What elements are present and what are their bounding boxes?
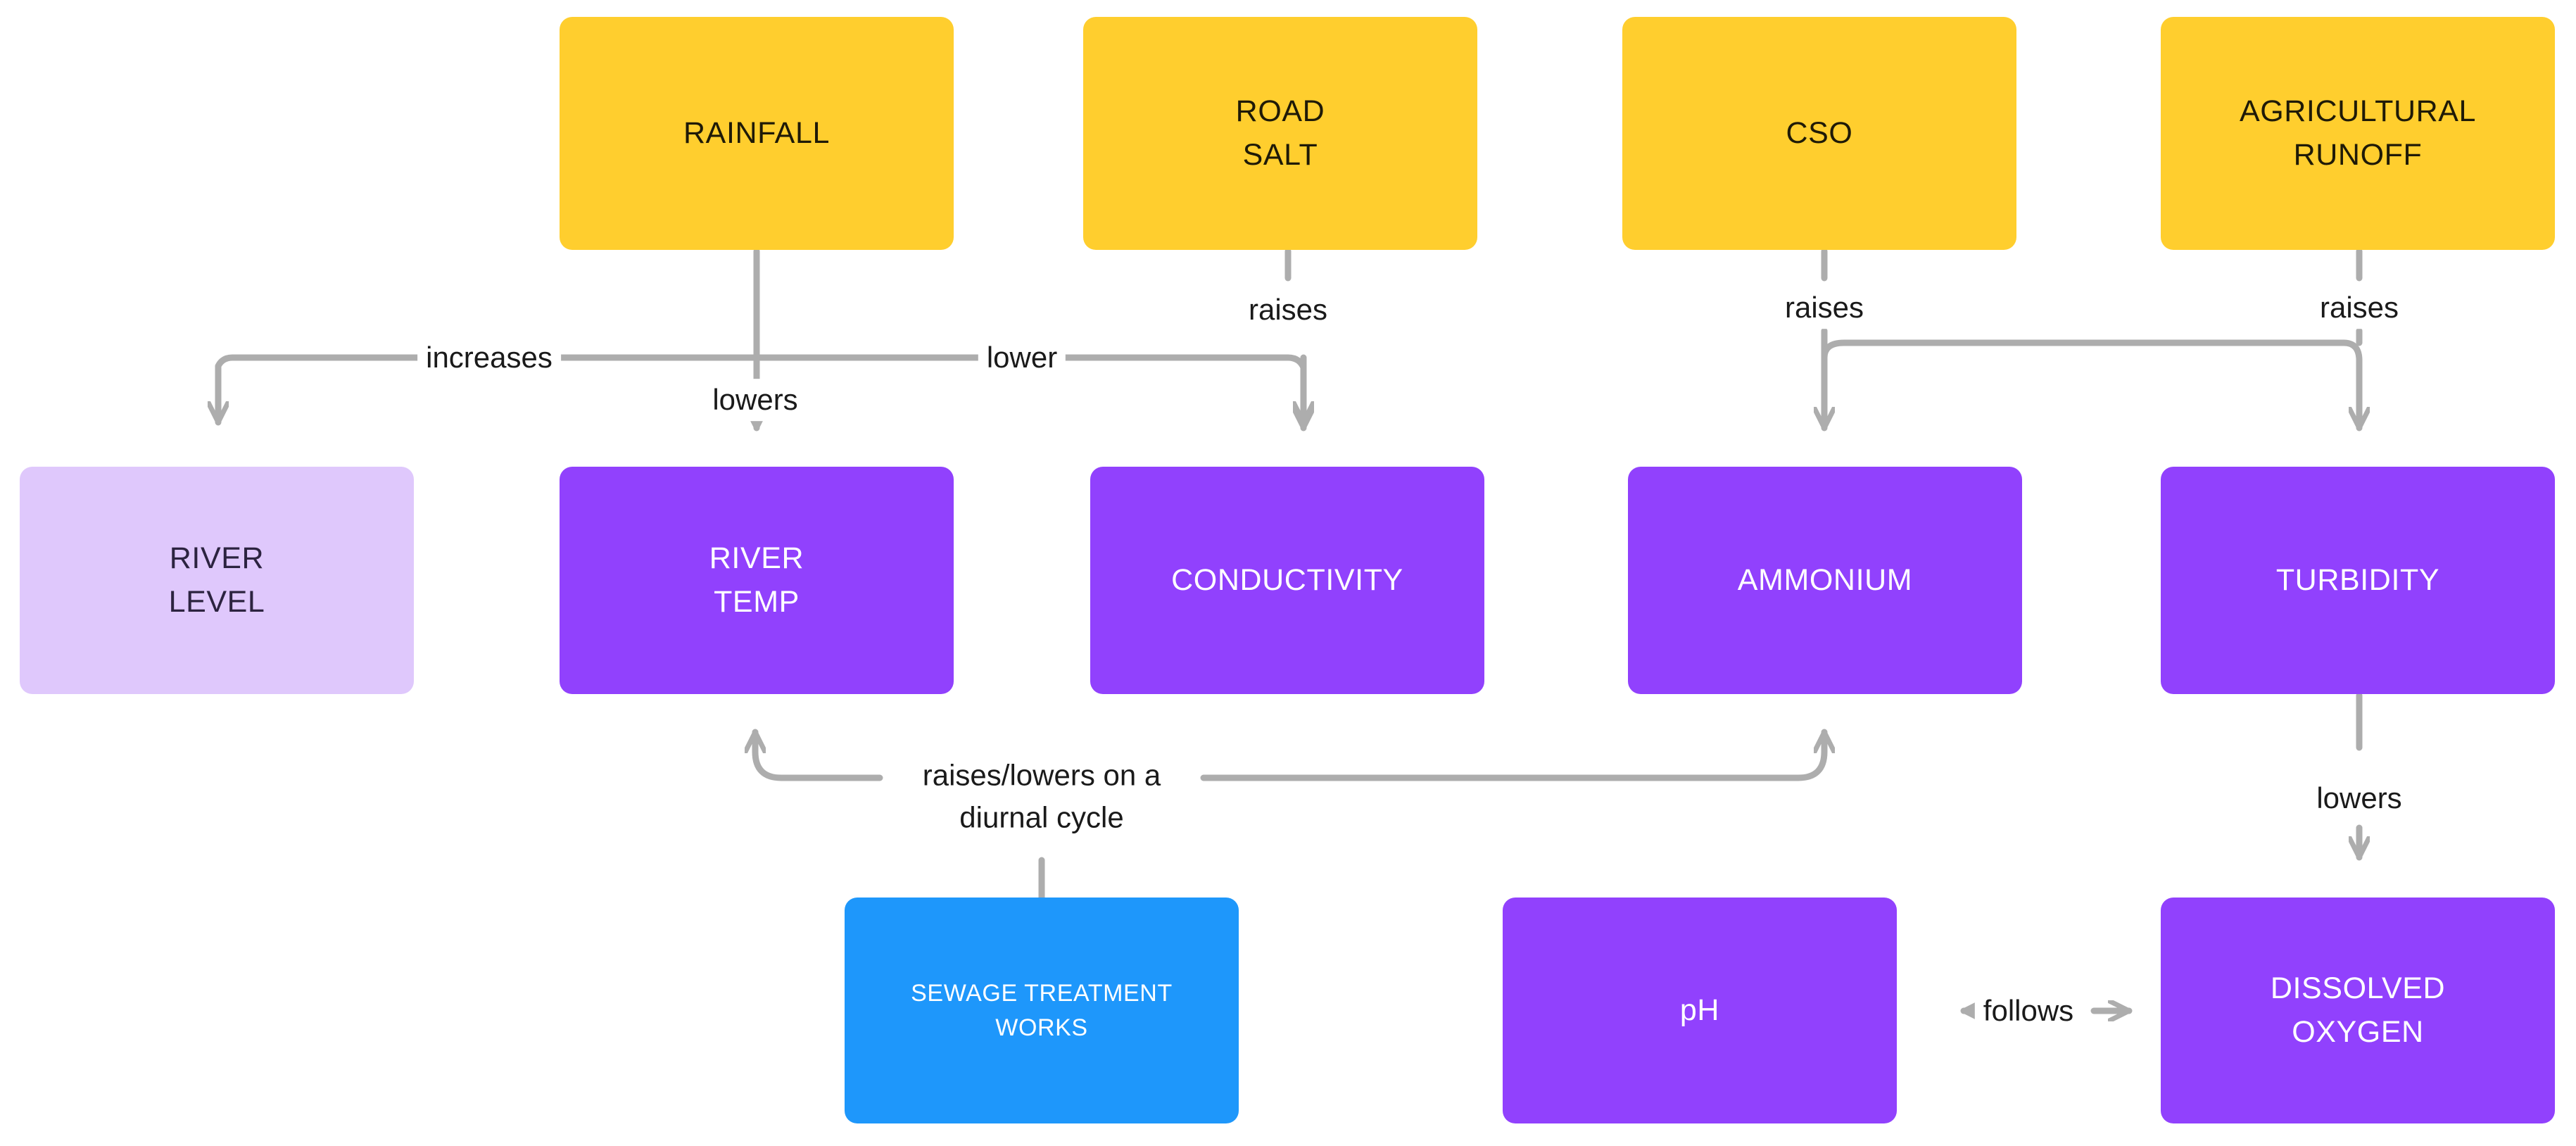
edge-label-raises-ammonium: raises bbox=[1776, 286, 1873, 329]
node-ammonium-label: AMMONIUM bbox=[1737, 562, 1913, 597]
node-rainfall-label: RAINFALL bbox=[683, 115, 830, 150]
edge-cso-turbidity bbox=[1821, 339, 2359, 432]
node-cso[interactable]: CSO bbox=[1622, 17, 2016, 250]
node-river-level-label: RIVER LEVEL bbox=[168, 541, 265, 619]
edge-label-raises-turbidity: raises bbox=[2311, 286, 2408, 329]
node-turbidity[interactable]: TURBIDITY bbox=[2161, 467, 2555, 694]
node-road-salt-label: ROAD SALT bbox=[1235, 94, 1325, 172]
node-ammonium[interactable]: AMMONIUM bbox=[1628, 467, 2022, 694]
edge-label-diurnal-cycle: raises/lowers on a diurnal cycle bbox=[914, 754, 1170, 838]
node-road-salt[interactable]: ROAD SALT bbox=[1083, 17, 1477, 250]
edge-label-follows: follows bbox=[1974, 990, 2083, 1032]
node-river-level[interactable]: RIVER LEVEL bbox=[20, 467, 414, 694]
node-conductivity-label: CONDUCTIVITY bbox=[1171, 562, 1403, 597]
node-ph-label: pH bbox=[1679, 993, 1720, 1027]
node-river-temp-label: RIVER TEMP bbox=[709, 541, 804, 619]
edge-stw-ammonium bbox=[1200, 729, 1824, 781]
node-ph[interactable]: pH bbox=[1503, 898, 1897, 1123]
edge-label-lowers-river-temp: lowers bbox=[704, 379, 807, 421]
edge-label-increases: increases bbox=[417, 336, 561, 379]
edge-label-lower-conductivity: lower bbox=[978, 336, 1066, 379]
node-conductivity[interactable]: CONDUCTIVITY bbox=[1090, 467, 1484, 694]
node-cso-label: CSO bbox=[1786, 115, 1853, 150]
node-turbidity-label: TURBIDITY bbox=[2275, 562, 2440, 597]
node-dissolved-oxygen[interactable]: DISSOLVED OXYGEN bbox=[2161, 898, 2555, 1123]
node-rainfall[interactable]: RAINFALL bbox=[560, 17, 954, 250]
edge-label-raises-conductivity: raises bbox=[1239, 289, 1337, 331]
node-agricultural-runoff-label: AGRICULTURAL RUNOFF bbox=[2239, 94, 2477, 172]
node-sewage-treatment-works[interactable]: SEWAGE TREATMENT WORKS bbox=[845, 898, 1239, 1123]
edge-stw-river-temp bbox=[755, 729, 883, 781]
node-sewage-treatment-works-label: SEWAGE TREATMENT WORKS bbox=[911, 980, 1173, 1041]
node-agricultural-runoff[interactable]: AGRICULTURAL RUNOFF bbox=[2161, 17, 2555, 250]
node-river-temp[interactable]: RIVER TEMP bbox=[560, 467, 954, 694]
node-dissolved-oxygen-label: DISSOLVED OXYGEN bbox=[2270, 971, 2446, 1049]
edge-label-lowers-dissolved-oxygen: lowers bbox=[2308, 777, 2411, 819]
